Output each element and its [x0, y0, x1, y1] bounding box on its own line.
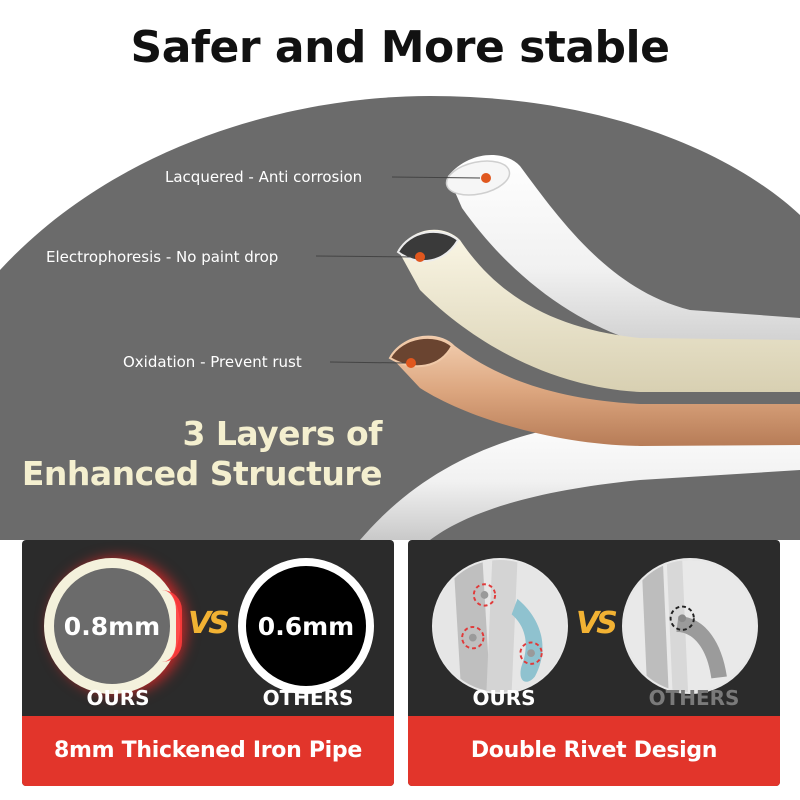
vs-badge-rivet: VS — [576, 606, 618, 641]
headline-line2: Enhanced Structure — [21, 454, 383, 493]
oxidation-dot — [406, 358, 416, 368]
others-label: OTHERS — [262, 686, 354, 710]
others-thickness-value: 0.6mm — [257, 611, 355, 641]
page-title: Safer and More stable — [130, 22, 670, 73]
thickness-comparison-card: 0.8mm VS 0.6mm OURS OTHERS 8mm Thickened… — [22, 540, 394, 786]
layer-label-electrophoresis: Electrophoresis - No paint drop — [46, 248, 279, 266]
ours-rivet-label: OURS — [472, 686, 536, 710]
vs-badge: VS — [188, 606, 230, 641]
double-rivet-banner: Double Rivet Design — [408, 716, 780, 786]
others-rivet-label: OTHERS — [648, 686, 740, 710]
ours-thickness-value: 0.8mm — [63, 611, 161, 641]
ours-label: OURS — [86, 686, 150, 710]
thickened-pipe-banner: 8mm Thickened Iron Pipe — [22, 716, 394, 786]
others-rivet-photo — [622, 558, 758, 694]
layer-label-oxidation: Oxidation - Prevent rust — [123, 353, 302, 371]
layer-label-lacquered: Lacquered - Anti corrosion — [165, 168, 363, 186]
headline-line1: 3 Layers of — [182, 414, 382, 453]
lacquer-dot — [481, 173, 491, 183]
rivet-comparison-card: VS OURS OTHERS Double Rivet Design — [408, 540, 780, 786]
ours-pipe-thickness-circle: 0.8mm — [44, 558, 182, 694]
ours-rivet-photo — [432, 558, 568, 694]
others-pipe-thickness-circle: 0.6mm — [238, 558, 374, 694]
electrophoresis-dot — [415, 252, 425, 262]
